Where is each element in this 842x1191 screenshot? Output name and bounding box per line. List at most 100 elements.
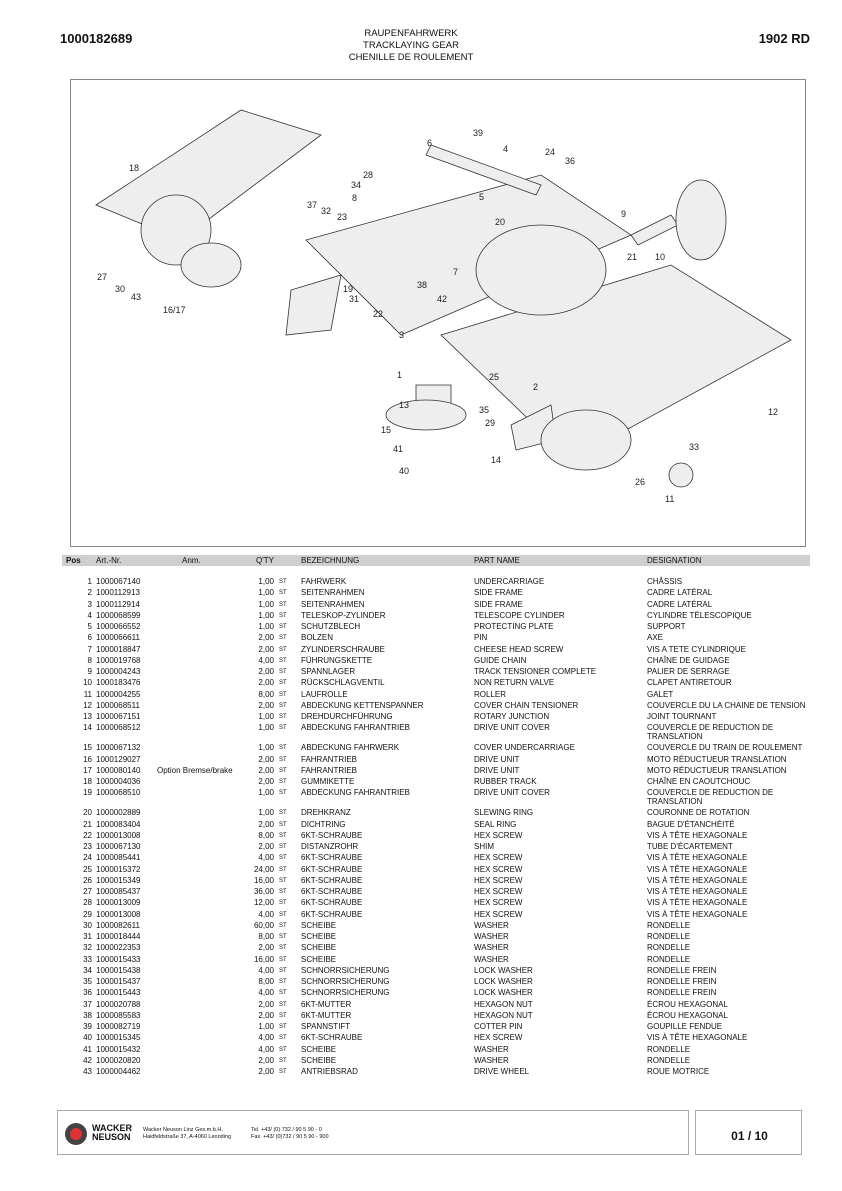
cell-fr: RONDELLE: [647, 954, 691, 964]
cell-unit: ST: [279, 1035, 287, 1042]
cell-unit: ST: [279, 934, 287, 940]
cell-unit: ST: [279, 1069, 287, 1075]
idler-wheel-drawing: [675, 179, 727, 261]
header-pos: Pos: [66, 556, 81, 565]
cell-en: HEX SCREW: [474, 1033, 523, 1043]
cell-unit: ST: [279, 967, 287, 974]
cell-pos: 27: [83, 887, 92, 896]
cell-fr: VIS À TÊTE HEXAGONALE: [647, 830, 748, 840]
cell-art: 1000066552: [96, 622, 141, 631]
cell-art: 1000082611: [96, 920, 140, 930]
cell-fr: VIS À TÊTE HEXAGONALE: [647, 909, 748, 919]
cell-unit: ST: [279, 756, 287, 763]
cell-en: CHEESE HEAD SCREW: [474, 644, 564, 654]
cell-pos: 31: [83, 932, 92, 941]
callout-34: 34: [351, 180, 361, 190]
callout-26: 26: [635, 477, 645, 487]
cell-unit: ST: [279, 1001, 287, 1008]
cell-de: 6KT-MUTTER: [301, 1010, 352, 1020]
cell-fr: RONDELLE FREIN: [647, 965, 717, 975]
cell-en: LOCK WASHER: [474, 965, 533, 975]
callout-12: 12: [768, 407, 778, 417]
callout-14: 14: [491, 455, 501, 465]
cell-fr: RONDELLE: [647, 1055, 691, 1065]
cell-qty: 1,00: [258, 610, 274, 620]
cell-pos: 15: [83, 743, 92, 753]
cell-de: ABDECKUNG FAHRWERK: [301, 743, 400, 753]
cell-de: SCHNORRSICHERUNG: [301, 977, 390, 986]
cell-fr: CHAÎNE DE GUIDAGE: [647, 655, 730, 665]
cell-pos: 5: [87, 622, 92, 631]
cell-de: BOLZEN: [301, 633, 334, 643]
callout-9: 9: [621, 209, 626, 219]
cell-qty: 8,00: [258, 689, 274, 699]
cell-pos: 42: [83, 1055, 92, 1065]
cell-qty: 12,00: [253, 898, 274, 908]
cell-pos: 20: [83, 808, 92, 818]
cell-en: COTTER PIN: [474, 1022, 523, 1031]
cell-unit: ST: [279, 900, 287, 907]
cell-art: 1000067140: [96, 577, 141, 586]
callout-6: 6: [427, 138, 432, 148]
cell-fr: CHÂSSIS: [647, 577, 683, 586]
document-title: RAUPENFAHRWERK TRACKLAYING GEAR CHENILLE…: [300, 28, 522, 64]
cell-unit: ST: [279, 821, 287, 828]
wacker-neuson-logo-icon: [65, 1123, 87, 1145]
cell-qty: 2,00: [258, 1010, 274, 1020]
cell-fr: MOTO RÉDUCTUEUR TRANSLATION: [647, 754, 787, 764]
header-part-name: PART NAME: [474, 556, 520, 565]
cell-de: GUMMIKETTE: [301, 777, 355, 786]
cell-fr: TUBE D'ÉCARTEMENT: [647, 842, 733, 851]
cell-qty: 1,00: [258, 1022, 274, 1031]
cell-pos: 19: [83, 788, 92, 798]
cell-de: SCHUTZBLECH: [301, 622, 361, 631]
cell-art: 1000015438: [96, 965, 141, 975]
cell-en: WASHER: [474, 1044, 509, 1054]
cell-qty: 8,00: [258, 977, 274, 986]
cell-qty: 16,00: [253, 954, 274, 964]
cell-art: 1000022353: [96, 943, 141, 953]
cell-unit: ST: [279, 691, 287, 698]
cell-en: HEX SCREW: [474, 909, 523, 919]
cell-pos: 11: [83, 689, 92, 699]
cell-fr: SUPPORT: [647, 622, 686, 631]
cell-unit: ST: [279, 745, 287, 752]
cell-pos: 32: [83, 943, 92, 953]
cell-en: LOCK WASHER: [474, 977, 533, 986]
cell-pos: 43: [83, 1067, 92, 1076]
cell-qty: 4,00: [258, 655, 274, 665]
cell-qty: 4,00: [258, 853, 274, 863]
cell-fr: RONDELLE: [647, 932, 691, 941]
cell-qty: 2,00: [258, 765, 274, 775]
cell-unit: ST: [279, 956, 287, 963]
cell-en: WASHER: [474, 932, 509, 941]
cell-unit: ST: [279, 657, 287, 664]
cell-fr: VIS À TÊTE HEXAGONALE: [647, 864, 748, 874]
cell-qty: 1,00: [258, 577, 274, 586]
callout-3: 3: [399, 330, 404, 340]
callout-30: 30: [115, 284, 125, 294]
cell-pos: 39: [83, 1022, 92, 1031]
cell-de: SCHEIBE: [301, 954, 337, 964]
cell-qty: 2,00: [258, 678, 274, 688]
cell-en: HEXAGON NUT: [474, 999, 533, 1009]
cell-de: 6KT-SCHRAUBE: [301, 830, 363, 840]
cell-unit: ST: [279, 579, 287, 585]
cell-de: FÜHRUNGSKETTE: [301, 655, 373, 665]
callout-36: 36: [565, 156, 575, 166]
cell-unit: ST: [279, 979, 287, 985]
cell-fr: COUVERCLE DE REDUCTION DE TRANSLATION: [647, 723, 774, 742]
cell-de: TELESKOP-ZYLINDER: [301, 610, 386, 620]
cell-art: 1000015443: [96, 988, 141, 998]
